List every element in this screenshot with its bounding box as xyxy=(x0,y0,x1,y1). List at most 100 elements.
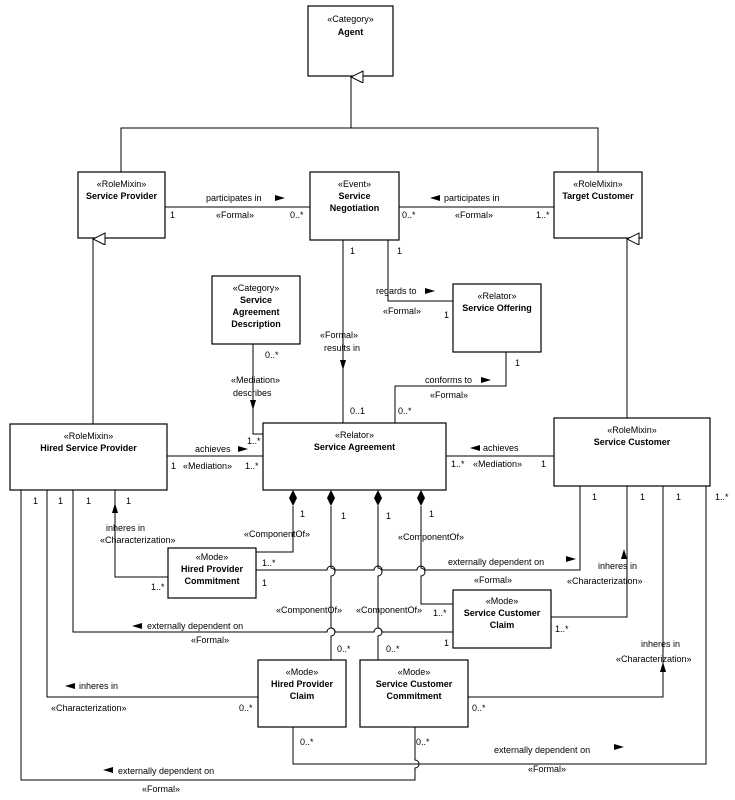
svg-text:Hired Service Provider: Hired Service Provider xyxy=(40,443,137,453)
direction-arrow-icon xyxy=(238,446,248,452)
svg-text:«Mediation»: «Mediation» xyxy=(473,459,522,469)
class-service-customer-claim[interactable]: «Mode» Service Customer Claim xyxy=(452,589,552,649)
svg-text:«RoleMixin»: «RoleMixin» xyxy=(64,431,114,441)
svg-text:Service: Service xyxy=(338,191,370,201)
svg-text:0..1: 0..1 xyxy=(350,406,365,416)
generalization-agent-tree xyxy=(120,77,599,172)
class-hired-provider-claim[interactable]: «Mode» Hired Provider Claim xyxy=(257,659,347,728)
svg-text:«Mode»: «Mode» xyxy=(196,552,229,562)
class-service-negotiation[interactable]: «Event» Service Negotiation xyxy=(309,171,400,241)
class-service-offering[interactable]: «Relator» Service Offering xyxy=(452,283,542,353)
class-service-agreement-description[interactable]: «Category» Service Agreement Description xyxy=(211,275,301,345)
svg-text:1: 1 xyxy=(429,509,434,519)
direction-arrow-icon xyxy=(112,503,118,513)
svg-text:1: 1 xyxy=(171,461,176,471)
svg-text:Service Customer: Service Customer xyxy=(464,608,541,618)
svg-text:«Category»: «Category» xyxy=(233,283,280,293)
composition-diamond-icon xyxy=(289,490,297,506)
svg-text:Hired Provider: Hired Provider xyxy=(181,564,244,574)
assoc-negotiation-offering: regards to «Formal» 1 1 xyxy=(376,240,453,320)
svg-text:Service Provider: Service Provider xyxy=(86,191,158,201)
class-service-customer[interactable]: «RoleMixin» Service Customer xyxy=(553,417,711,487)
assoc-negotiation-agreement: «Formal» results in 1 0..1 xyxy=(320,240,365,423)
svg-text:1..*: 1..* xyxy=(247,436,261,446)
svg-text:«RoleMixin»: «RoleMixin» xyxy=(607,425,657,435)
svg-text:Agent: Agent xyxy=(338,27,364,37)
assoc-hired-provider-agreement: achieves «Mediation» 1 1..* xyxy=(167,444,263,471)
direction-arrow-icon xyxy=(275,195,285,201)
svg-text:Target Customer: Target Customer xyxy=(562,191,634,201)
direction-arrow-icon xyxy=(65,683,75,689)
composition-diamond-icon xyxy=(327,490,335,506)
svg-text:inheres in: inheres in xyxy=(598,561,637,571)
svg-text:«Mediation»: «Mediation» xyxy=(183,461,232,471)
svg-text:0..*: 0..* xyxy=(386,644,400,654)
characterization-service-customer-claim: inheres in «Characterization» 1 1..* xyxy=(551,486,645,634)
class-service-agreement[interactable]: «Relator» Service Agreement xyxy=(262,422,447,491)
svg-text:«Characterization»: «Characterization» xyxy=(51,703,127,713)
svg-text:Service Customer: Service Customer xyxy=(376,679,453,689)
direction-arrow-icon xyxy=(103,767,113,773)
class-agent[interactable]: «Category» Agent xyxy=(307,5,394,77)
svg-text:1: 1 xyxy=(341,511,346,521)
composition-agreement-hired-provider-claim: «ComponentOf» 1 0..* xyxy=(276,490,351,660)
svg-text:«ComponentOf»: «ComponentOf» xyxy=(276,605,342,615)
svg-text:1..*: 1..* xyxy=(151,582,165,592)
svg-text:1..*: 1..* xyxy=(555,624,569,634)
svg-text:Agreement: Agreement xyxy=(232,307,279,317)
svg-text:«Characterization»: «Characterization» xyxy=(616,654,692,664)
svg-text:1..*: 1..* xyxy=(433,608,447,618)
svg-text:1: 1 xyxy=(33,496,38,506)
svg-text:externally dependent on: externally dependent on xyxy=(147,621,243,631)
svg-text:Service: Service xyxy=(240,295,272,305)
svg-text:0..*: 0..* xyxy=(402,210,416,220)
svg-text:regards to: regards to xyxy=(376,286,417,296)
svg-text:Commitment: Commitment xyxy=(386,691,441,701)
assoc-negotiation-target-customer: participates in «Formal» 0..* 1..* xyxy=(399,193,554,220)
class-service-customer-commitment[interactable]: «Mode» Service Customer Commitment xyxy=(359,659,469,728)
direction-arrow-icon xyxy=(250,400,256,410)
svg-text:0..*: 0..* xyxy=(290,210,304,220)
svg-text:Negotiation: Negotiation xyxy=(330,203,380,213)
svg-text:1: 1 xyxy=(592,492,597,502)
direction-arrow-icon xyxy=(660,662,666,672)
assoc-offering-agreement: conforms to «Formal» 1 0..* xyxy=(394,352,520,423)
svg-text:Commitment: Commitment xyxy=(184,576,239,586)
svg-text:1: 1 xyxy=(640,492,645,502)
svg-text:conforms to: conforms to xyxy=(425,375,472,385)
svg-text:Claim: Claim xyxy=(290,691,315,701)
svg-text:achieves: achieves xyxy=(195,444,231,454)
composition-diamond-icon xyxy=(417,490,425,506)
external-dependence-customer-commitment: externally dependent on «Formal» 0..* 1 xyxy=(20,490,430,794)
class-hired-provider-commitment[interactable]: «Mode» Hired Provider Commitment xyxy=(167,547,257,599)
svg-text:externally dependent on: externally dependent on xyxy=(118,766,214,776)
svg-text:Claim: Claim xyxy=(490,620,515,630)
svg-text:inheres in: inheres in xyxy=(106,523,145,533)
svg-text:achieves: achieves xyxy=(483,443,519,453)
characterization-service-customer-commitment: inheres in «Characterization» 1 0..* xyxy=(468,486,692,713)
svg-text:«Formal»: «Formal» xyxy=(474,575,512,585)
svg-text:1: 1 xyxy=(126,496,131,506)
external-dependence-hired-provider-claim-customer: externally dependent on «Formal» 0..* 1.… xyxy=(292,486,729,774)
svg-text:1: 1 xyxy=(444,638,449,648)
svg-text:«Characterization»: «Characterization» xyxy=(100,535,176,545)
svg-text:participates in: participates in xyxy=(444,193,500,203)
svg-text:0..*: 0..* xyxy=(265,350,279,360)
svg-text:inheres in: inheres in xyxy=(79,681,118,691)
assoc-service-customer-agreement: achieves «Mediation» 1..* 1 xyxy=(446,443,554,469)
direction-arrow-icon xyxy=(614,744,624,750)
class-target-customer[interactable]: «RoleMixin» Target Customer xyxy=(553,171,643,239)
svg-text:1: 1 xyxy=(397,246,402,256)
svg-text:0..*: 0..* xyxy=(300,737,314,747)
class-hired-service-provider[interactable]: «RoleMixin» Hired Service Provider xyxy=(9,423,168,491)
assoc-description-agreement: «Mediation» describes 0..* 1..* xyxy=(231,344,280,446)
svg-text:«Relator»: «Relator» xyxy=(335,430,374,440)
class-service-provider[interactable]: «RoleMixin» Service Provider xyxy=(77,171,166,239)
composition-agreement-customer-claim: «ComponentOf» 1 1..* xyxy=(398,490,464,618)
svg-text:«Relator»: «Relator» xyxy=(477,291,516,301)
svg-text:«Mediation»: «Mediation» xyxy=(231,375,280,385)
external-dependence-commitment-customer: externally dependent on «Formal» 1 1 xyxy=(256,486,597,588)
direction-arrow-icon xyxy=(425,288,435,294)
svg-text:«Mode»: «Mode» xyxy=(398,667,431,677)
direction-arrow-icon xyxy=(430,195,440,201)
